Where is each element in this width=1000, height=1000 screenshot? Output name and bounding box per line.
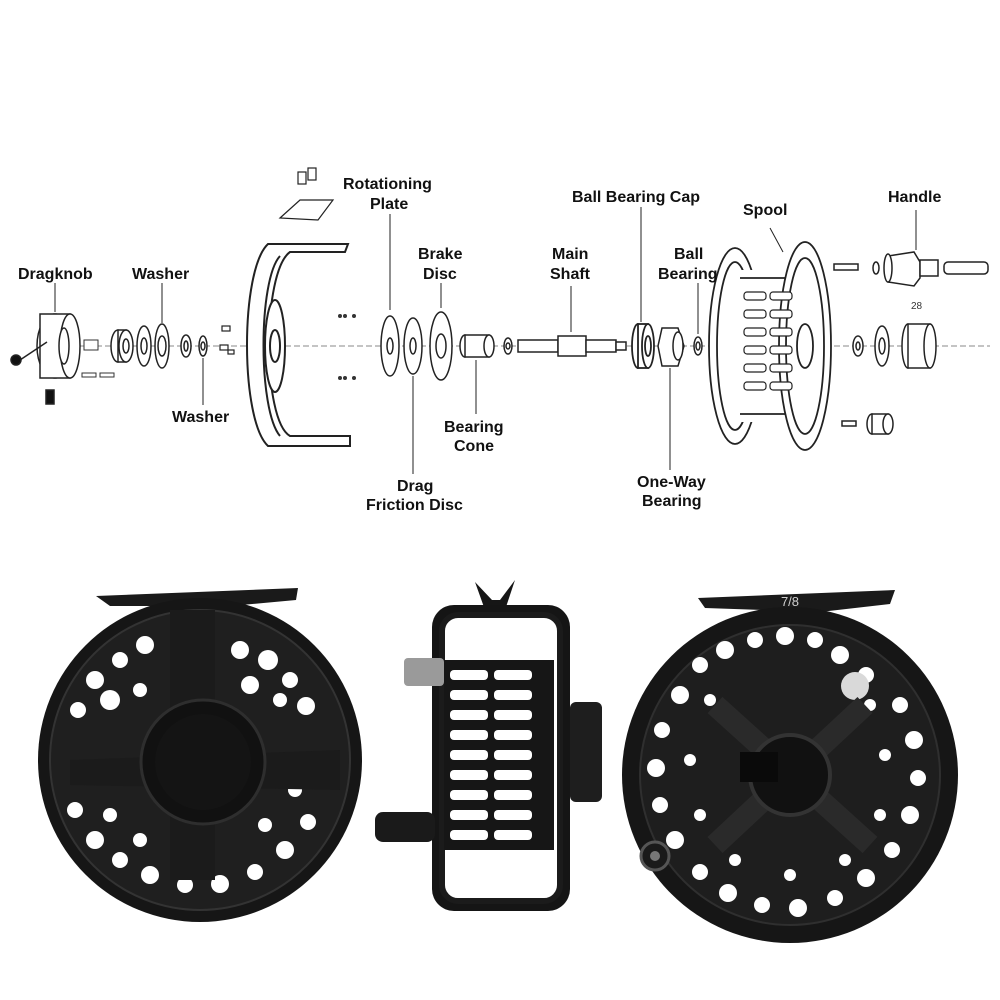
frame-part — [246, 243, 351, 447]
washer-bottom-label: Washer — [172, 409, 230, 426]
washer-part — [110, 323, 208, 369]
bearing-cone-label-2: Cone — [454, 438, 494, 455]
main-shaft-part — [517, 335, 627, 357]
ball-bearing-label-2: Bearing — [658, 266, 718, 283]
ball-bearing-cap-part — [631, 323, 655, 369]
reel-size-marking: 7/8 — [781, 594, 799, 609]
main-shaft-label-1: Main — [552, 246, 589, 263]
handle-part — [833, 251, 989, 287]
drag-friction-label-1: Drag — [397, 478, 434, 495]
dragknob-label: Dragknob — [18, 266, 93, 283]
brake-disc-label-1: Brake — [418, 246, 463, 263]
rotationing-plate-label-2: Plate — [370, 196, 409, 213]
reel-side-view — [375, 580, 602, 911]
ball-bearing-cap-label: Ball Bearing Cap — [572, 189, 701, 206]
bearing-cone-label-1: Bearing — [444, 419, 504, 436]
dragknob-part — [10, 313, 81, 405]
ball-bearing-label-1: Ball — [674, 246, 704, 263]
washer-top-label: Washer — [132, 266, 190, 283]
reel-front-view — [38, 588, 362, 922]
one-way-bearing-label-1: One-Way — [637, 474, 706, 491]
main-shaft-label-2: Shaft — [550, 266, 590, 283]
rotationing-plate-part — [380, 311, 453, 381]
brake-disc-label-2: Disc — [423, 266, 457, 283]
spool-label: Spool — [743, 202, 788, 219]
one-way-bearing-part — [657, 327, 703, 367]
drag-friction-label-2: Friction Disc — [366, 497, 463, 514]
reel-back-view: 7/8 — [622, 590, 958, 943]
handle-label: Handle — [888, 189, 942, 206]
part-number-label: 28 — [911, 301, 923, 312]
bearing-cone-part — [459, 334, 513, 358]
one-way-bearing-label-2: Bearing — [642, 493, 702, 510]
rotationing-plate-label-1: Rotationing — [343, 176, 432, 193]
